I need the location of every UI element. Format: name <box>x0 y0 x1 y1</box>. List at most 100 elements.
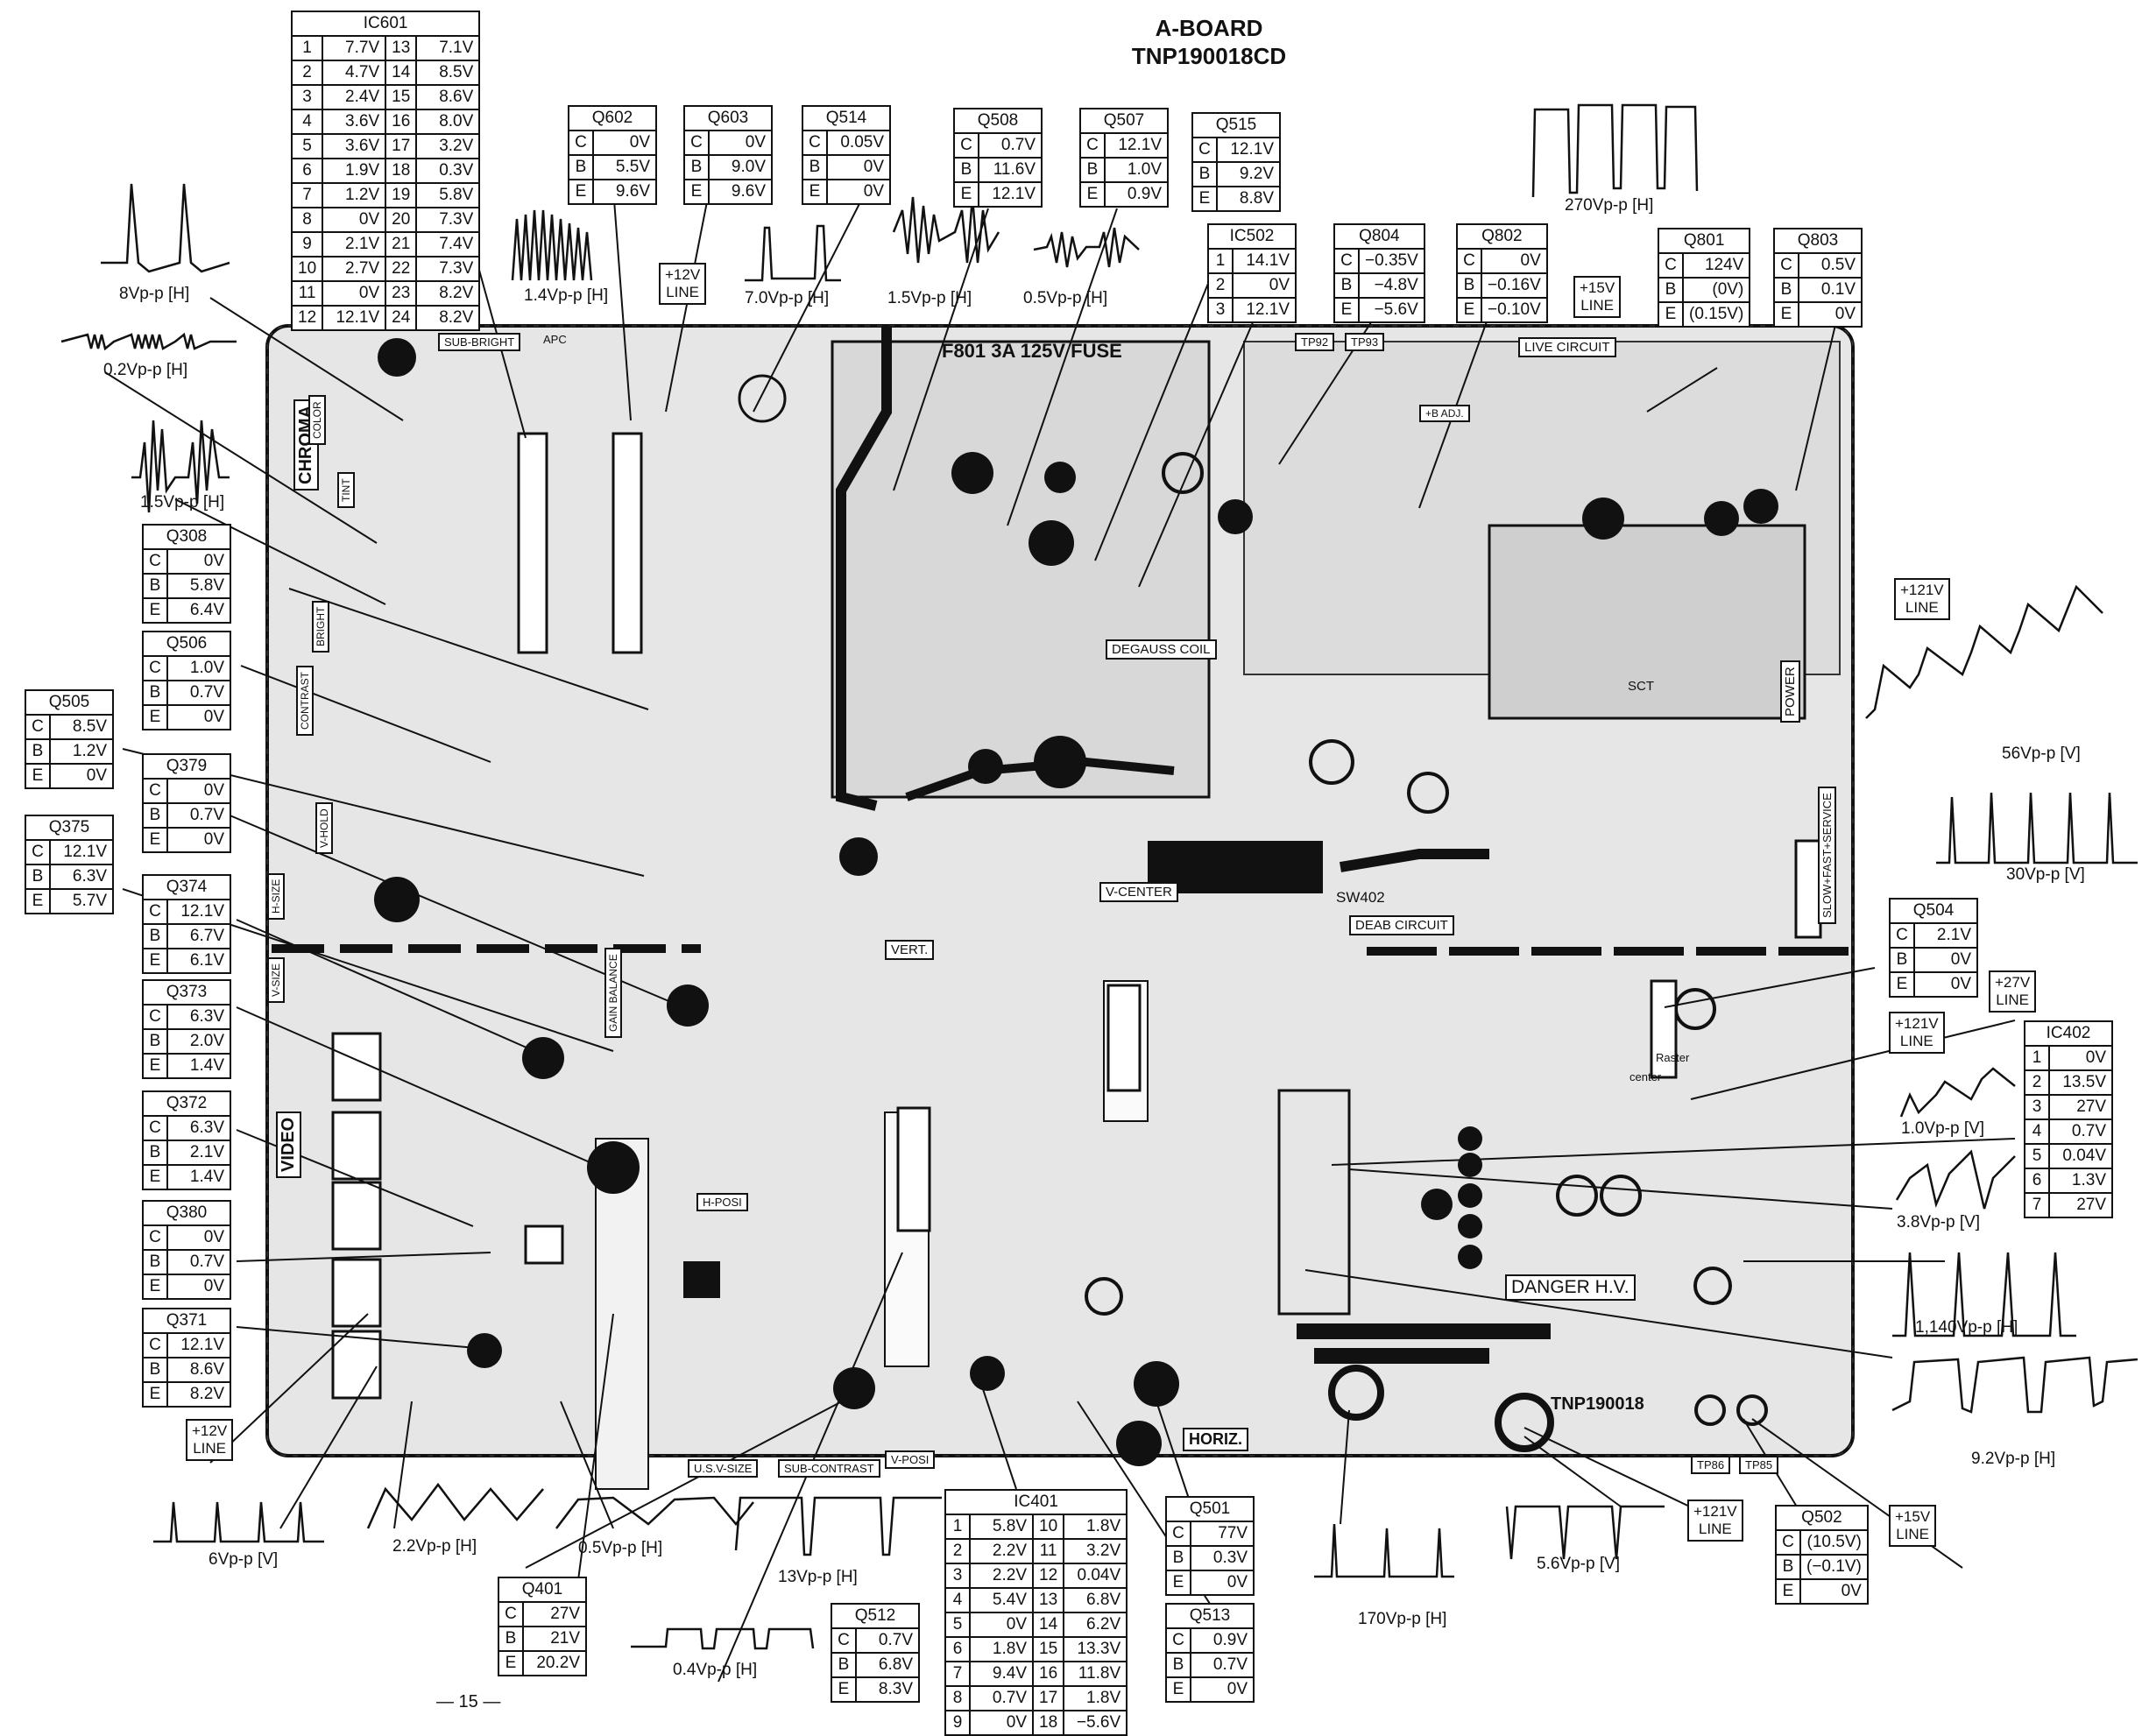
q801-name: Q801 <box>1657 228 1751 254</box>
q379-e-voltage: 0V <box>166 827 231 853</box>
waveform-5-6vpp <box>1505 1505 1665 1560</box>
waveform-label-0-5vpp-b: 0.5Vp-p [H] <box>578 1539 663 1557</box>
waveform-label-1140vpp: 1,140Vp-p [H] <box>1915 1318 2018 1337</box>
q505-e-voltage: 0V <box>49 763 114 789</box>
deab-circuit-label: DEAB CIRCUIT <box>1349 915 1454 935</box>
waveform-2-2vpp <box>366 1482 544 1529</box>
table-cell: 6 <box>2024 1168 2050 1194</box>
pin-label: C <box>142 1224 168 1251</box>
q801-b-voltage: (0V) <box>1681 277 1751 303</box>
q374-name: Q374 <box>142 874 231 900</box>
table-cell: 0.04V <box>1063 1563 1128 1589</box>
waveform-label-1-4vpp: 1.4Vp-p [H] <box>524 286 609 305</box>
pin-label: C <box>568 130 594 156</box>
table-cell: 9.4V <box>969 1661 1034 1687</box>
waveform-label-5-6vpp: 5.6Vp-p [V] <box>1537 1555 1621 1573</box>
waveform-6vpp <box>153 1501 324 1543</box>
table-cell: 20 <box>385 207 418 233</box>
table-cell: 2.2V <box>969 1538 1034 1564</box>
q401-name: Q401 <box>498 1577 587 1603</box>
table-cell: 6.8V <box>1063 1587 1128 1613</box>
table-cell: IC401 <box>944 1489 1128 1515</box>
apc-label: APC <box>543 333 567 346</box>
pin-label: B <box>498 1626 524 1652</box>
pin-label: E <box>142 704 168 730</box>
table-cell: 1 <box>2024 1045 2050 1071</box>
q375-e-voltage: 5.7V <box>49 888 114 914</box>
pin-label: E <box>1191 186 1218 212</box>
waveform-label-3-8vpp: 3.8Vp-p [V] <box>1897 1213 1981 1231</box>
waveform-1-5vpp-b <box>892 196 1000 264</box>
table-cell: 13.3V <box>1063 1636 1128 1662</box>
pin-label: B <box>1333 272 1360 299</box>
table-cell: 1 <box>290 35 324 61</box>
pin-label: E <box>142 597 168 624</box>
table-cell: 18 <box>1031 1710 1065 1736</box>
table-cell: 5 <box>2024 1143 2050 1169</box>
pin-label: E <box>1775 1578 1801 1605</box>
q602-b-voltage: 5.5V <box>592 154 657 180</box>
table-cell: 13.5V <box>2048 1069 2113 1096</box>
q375-c-voltage: 12.1V <box>49 839 114 865</box>
q515-e-voltage: 8.8V <box>1216 186 1281 212</box>
pin-label: E <box>683 179 710 205</box>
q374-c-voltage: 12.1V <box>166 899 231 925</box>
q380-name: Q380 <box>142 1200 231 1226</box>
q505-name: Q505 <box>25 689 114 716</box>
q380-c-voltage: 0V <box>166 1224 231 1251</box>
q801-c-voltage: 124V <box>1681 252 1751 279</box>
waveform-label-8vpp: 8Vp-p [H] <box>119 285 190 303</box>
pin-label: C <box>1773 252 1799 279</box>
q501-name: Q501 <box>1165 1496 1255 1522</box>
q502-e-voltage: 0V <box>1799 1578 1869 1605</box>
q401-b-voltage: 21V <box>522 1626 587 1652</box>
table-cell: 1 <box>944 1514 971 1540</box>
table-cell: 22 <box>385 256 418 282</box>
pin-label: B <box>142 1028 168 1055</box>
video-label: VIDEO <box>276 1111 301 1178</box>
pin-label: C <box>142 548 168 575</box>
pin-label: B <box>142 802 168 829</box>
table-cell: 0V <box>1232 272 1297 299</box>
table-cell: 1 <box>1207 248 1234 274</box>
q508-e-voltage: 12.1V <box>978 181 1043 208</box>
bright-label: BRIGHT <box>312 600 329 653</box>
pin-label: B <box>1658 277 1684 303</box>
q373-name: Q373 <box>142 979 231 1006</box>
waveform-label-0-5vpp-a: 0.5Vp-p [H] <box>1023 289 1108 307</box>
pin-label: E <box>1165 1570 1191 1596</box>
q603-b-voltage: 9.0V <box>708 154 773 180</box>
table-cell: 15 <box>385 84 418 110</box>
table-cell: 8.5V <box>415 60 481 86</box>
table-cell: 6.2V <box>1063 1612 1128 1638</box>
table-cell: 12 <box>1031 1563 1065 1589</box>
table-cell: 14.1V <box>1232 248 1297 274</box>
q507-name: Q507 <box>1079 108 1169 134</box>
q804-e-voltage: −5.6V <box>1358 297 1425 323</box>
q507-b-voltage: 1.0V <box>1104 157 1169 183</box>
q803-name: Q803 <box>1773 228 1863 254</box>
board-title: A-BOARD TNP190018CD <box>1099 14 1318 70</box>
table-cell: 13 <box>385 35 418 61</box>
v-center-label: V-CENTER <box>1099 882 1178 902</box>
q373-b-voltage: 2.0V <box>166 1028 231 1055</box>
pin-label: E <box>498 1650 524 1676</box>
waveform-270vpp <box>1531 103 1699 198</box>
pin-label: C <box>1775 1529 1801 1556</box>
